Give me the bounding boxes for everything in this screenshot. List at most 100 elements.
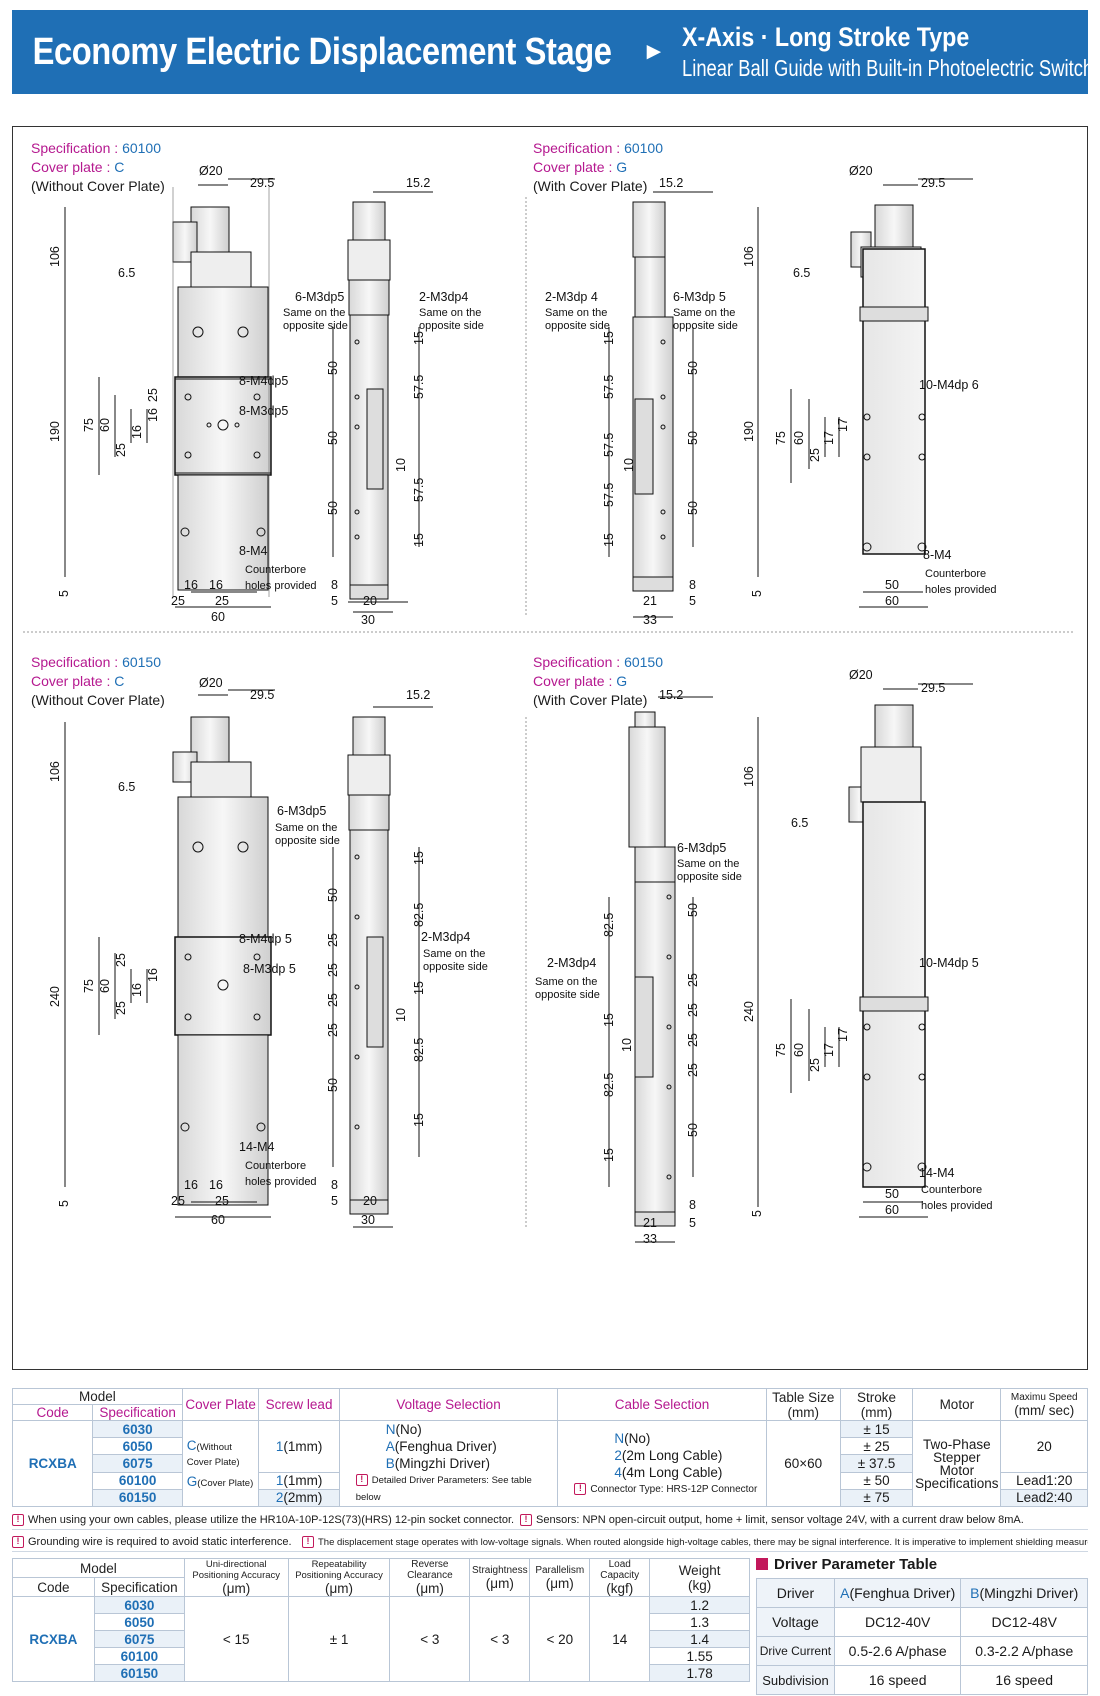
dim-text: 14-M4	[239, 1140, 274, 1154]
dim-text: 25	[114, 1001, 128, 1015]
cover-value: C	[114, 673, 125, 689]
technical-drawings: Ø20 29.5 15.2 106 6.5 190 75 60 25 16 16…	[23, 164, 1075, 1246]
dim-text: 29.5	[250, 176, 274, 190]
spec-key: Specification :	[533, 140, 621, 156]
driver-b-key: B	[970, 1585, 980, 1601]
header-rep-label: Repeatability Positioning Accuracy	[295, 1559, 383, 1581]
dim-text: 57.5	[602, 483, 616, 507]
note-text: Same on the	[545, 307, 607, 319]
load-value: 14	[589, 1596, 651, 1682]
note-2-text: Sensors: NPN open-circuit output, home +…	[536, 1514, 1024, 1526]
dim-text: 16	[209, 578, 223, 592]
note-text: holes provided	[925, 584, 997, 596]
volt-key: B	[385, 1456, 395, 1471]
header-model: Model	[12, 1558, 185, 1578]
dim-text: 6.5	[118, 266, 135, 280]
dim-text: 2-M3dp4	[419, 290, 468, 304]
panel-label-1: Specification : 60100 Cover plate : C (W…	[31, 139, 165, 196]
dim-text: 5	[689, 594, 696, 608]
cable-note: Connector Type: HRS-12P Connector	[590, 1483, 758, 1495]
dim-text: 25	[686, 1033, 700, 1047]
spec-cell: 6030	[92, 1419, 183, 1439]
header-code: Code	[11, 1404, 94, 1421]
dim-text: 75	[82, 979, 96, 993]
dim-text: 2-M3dp4	[547, 956, 596, 970]
voltage-a: DC12-40V	[833, 1607, 962, 1637]
dim-text: 50	[686, 903, 700, 917]
note-text: Same on the	[677, 858, 739, 870]
subdiv-header: Subdivision	[756, 1665, 835, 1695]
dim-text: 60	[211, 1213, 225, 1227]
dim-text: 5	[750, 590, 764, 597]
header-stroke-unit: (mm)	[860, 1404, 893, 1420]
cable-value: (2m Long Cable)	[621, 1447, 723, 1463]
dim-text: 5	[689, 1216, 696, 1230]
spec-key: Specification :	[31, 654, 119, 670]
cover-c-key: C	[186, 1438, 197, 1453]
cable-value: (4m Long Cable)	[621, 1464, 723, 1480]
dim-text: 60	[98, 979, 112, 993]
dim-text: 8	[331, 1178, 338, 1192]
dim-text: 5	[331, 1194, 338, 1208]
note-2: !Sensors: NPN open-circuit output, home …	[520, 1508, 1080, 1529]
driver-table-title: Driver Parameter Table	[756, 1556, 937, 1573]
driver-header: Driver	[756, 1578, 835, 1608]
note-3: !Grounding wire is required to avoid sta…	[12, 1530, 302, 1551]
dim-text: 30	[361, 1213, 375, 1227]
note-text: Same on the	[423, 948, 485, 960]
panel-label-2: Specification : 60100 Cover plate : G (W…	[533, 139, 663, 196]
p3-front-view	[64, 689, 275, 1218]
dim-text: 60	[211, 610, 225, 624]
dim-text: 25	[326, 963, 340, 977]
dim-text: 50	[326, 888, 340, 902]
dim-text: 82.5	[412, 1038, 426, 1062]
arrow-icon: ►	[642, 38, 666, 65]
dim-text: 16	[209, 1178, 223, 1192]
dim-text: 5	[57, 590, 71, 597]
note-text: Counterbore	[245, 564, 306, 576]
cover-desc: (Without Cover Plate)	[31, 178, 165, 194]
p2-side-view	[608, 191, 713, 618]
subtitle-line-2: Linear Ball Guide with Built-in Photoele…	[682, 55, 1094, 81]
notes-section: !When using your own cables, please util…	[12, 1508, 1088, 1552]
dim-text: 25	[215, 594, 229, 608]
cover-g-note: (Cover Plate)	[197, 1478, 254, 1489]
stroke-cell: ± 75	[839, 1488, 914, 1508]
note-text: opposite side	[423, 961, 488, 973]
notes-line-1: !When using your own cables, please util…	[12, 1508, 1088, 1530]
rev-value: < 3	[389, 1596, 471, 1682]
lead1: Lead1:20	[1000, 1471, 1088, 1490]
header-uni: Uni-directional Positioning Accuracy(μm)	[183, 1558, 289, 1597]
current-header: Drive Current	[756, 1636, 835, 1666]
motor-spec: Two-Phase Stepper Motor Specifications	[912, 1420, 1002, 1507]
p1-notes: Same on the opposite side Same on the op…	[245, 307, 484, 592]
weight-cell: 1.3	[649, 1613, 750, 1631]
volt-value: (Mingzhi Driver)	[394, 1456, 491, 1471]
subtitle-line-1: X-Axis · Long Stroke Type	[682, 22, 970, 52]
dim-text: 190	[742, 421, 756, 442]
dim-text: 25	[808, 448, 822, 462]
spec-cell: 6075	[92, 1454, 183, 1473]
spec-key: Specification :	[31, 140, 119, 156]
dim-text: 50	[686, 431, 700, 445]
header-par-label: Parallelism	[535, 1564, 585, 1576]
note-text: opposite side	[677, 871, 742, 883]
weight-cell: 1.78	[649, 1664, 750, 1682]
dim-text: 57.5	[412, 478, 426, 502]
lead2: Lead2:40	[1000, 1488, 1088, 1508]
dim-text: 25	[686, 1063, 700, 1077]
note-text: opposite side	[545, 320, 610, 332]
panel-label-3: Specification : 60150 Cover plate : C (W…	[31, 653, 165, 710]
dim-text: 16	[130, 425, 144, 439]
cover-desc: (Without Cover Plate)	[31, 692, 165, 708]
header-rep: Repeatability Positioning Accuracy(μm)	[287, 1558, 391, 1597]
spec-cell: 60100	[92, 1471, 183, 1490]
note-text: opposite side	[673, 320, 738, 332]
dim-text: 15	[602, 533, 616, 547]
dim-text: 190	[48, 421, 62, 442]
dim-text: 75	[774, 431, 788, 445]
dim-text: 60	[885, 594, 899, 608]
dim-text: 75	[82, 418, 96, 432]
dim-text: 10	[620, 1038, 634, 1052]
spec-cell: 6075	[93, 1630, 185, 1648]
